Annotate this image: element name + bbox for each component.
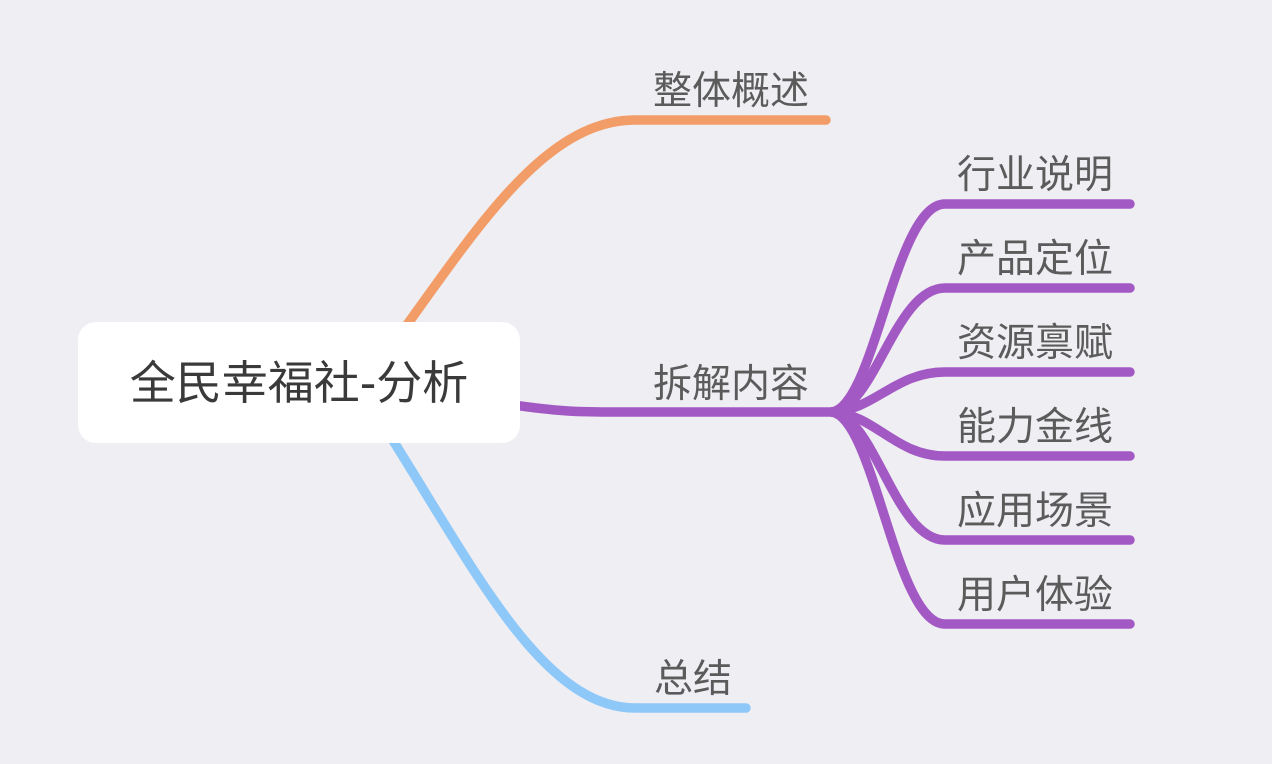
subtopic-capability[interactable]: 能力金线 [957, 405, 1113, 450]
subtopic-ux[interactable]: 用户体验 [957, 573, 1113, 618]
branch-summary: 总结 [375, 415, 751, 713]
branch-line-summary [375, 415, 751, 713]
branch-line-breakdown [495, 398, 837, 417]
central-topic-label[interactable]: 全民幸福社-分析 [130, 356, 469, 410]
branch-line-overview [380, 115, 831, 360]
topic-summary[interactable]: 总结 [654, 657, 732, 702]
branch-breakdown: 拆解内容 行业说明 产品定位 资源禀赋 能力金线 应用场景 用户体验 [495, 153, 1135, 629]
topic-overview[interactable]: 整体概述 [653, 69, 809, 114]
subtopic-positioning[interactable]: 产品定位 [957, 237, 1113, 282]
central-topic[interactable]: 全民幸福社-分析 [78, 322, 520, 443]
central-topic-box[interactable] [78, 322, 520, 443]
subtopic-resources[interactable]: 资源禀赋 [957, 321, 1113, 366]
branch-overview: 整体概述 [380, 69, 831, 360]
sub-branch-line-ux [827, 407, 1135, 629]
subtopic-scenarios[interactable]: 应用场景 [957, 489, 1113, 534]
topic-breakdown[interactable]: 拆解内容 [653, 362, 809, 407]
subtopic-industry[interactable]: 行业说明 [957, 153, 1113, 198]
